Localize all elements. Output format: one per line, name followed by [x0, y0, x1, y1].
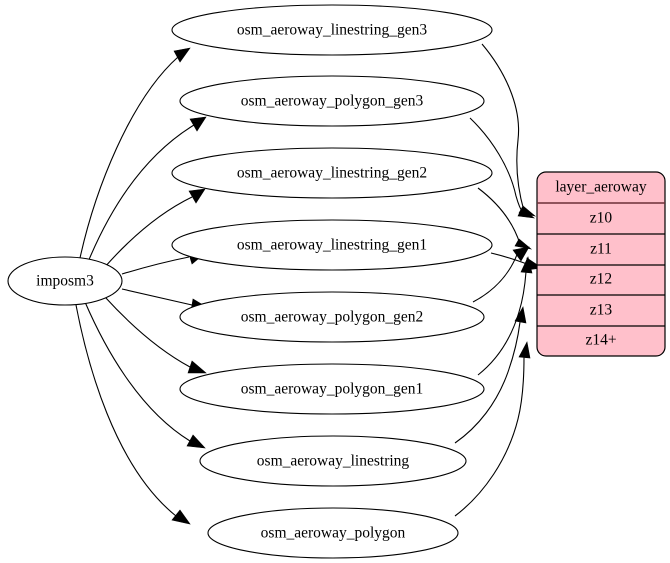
edge-imposm3-to-osm_aeroway_polygon	[75, 304, 191, 525]
node-osm_aeroway_polygon[interactable]: osm_aeroway_polygon	[207, 507, 459, 559]
layer_aeroway-row-z12-label[interactable]: z12	[590, 271, 612, 288]
node-osm_aeroway_linestring_gen1[interactable]: osm_aeroway_linestring_gen1	[171, 219, 493, 271]
edge-osm_aeroway_linestring-to-z13	[454, 306, 527, 444]
node-osm_aeroway_linestring_gen2-label: osm_aeroway_linestring_gen2	[237, 165, 427, 182]
node-osm_aeroway_polygon_gen1-shape[interactable]	[179, 363, 485, 415]
node-osm_aeroway_polygon_gen3-shape[interactable]	[179, 75, 485, 127]
node-osm_aeroway_linestring_gen3-shape[interactable]	[171, 4, 493, 56]
layer_aeroway-row-z14-label[interactable]: z14+	[585, 332, 616, 349]
edge-imposm3-to-osm_aeroway_linestring	[84, 301, 206, 449]
node-osm_aeroway_linestring_gen2-shape[interactable]	[171, 147, 493, 199]
node-osm_aeroway_linestring_gen1-shape[interactable]	[171, 219, 493, 271]
node-osm_aeroway_linestring_gen3-label: osm_aeroway_linestring_gen3	[237, 22, 428, 39]
node-osm_aeroway_polygon_gen1[interactable]: osm_aeroway_polygon_gen1	[179, 363, 485, 415]
node-osm_aeroway_linestring[interactable]: osm_aeroway_linestring	[199, 435, 467, 487]
node-osm_aeroway_polygon-label: osm_aeroway_polygon	[261, 525, 406, 542]
node-osm_aeroway_polygon_gen2-shape[interactable]	[179, 291, 485, 343]
edge-imposm3-to-osm_aeroway_polygon_gen3	[87, 116, 207, 263]
edge-osm_aeroway_polygon-to-z14	[454, 341, 531, 517]
node-osm_aeroway_polygon_gen3[interactable]: osm_aeroway_polygon_gen3	[179, 75, 485, 127]
layer_aeroway-table-dividers	[537, 202, 665, 327]
node-osm_aeroway_polygon_gen1-label: osm_aeroway_polygon_gen1	[241, 381, 424, 398]
node-osm_aeroway_polygon_gen2-label: osm_aeroway_polygon_gen2	[241, 309, 424, 326]
edge-imposm3-to-osm_aeroway_polygon_gen1	[104, 296, 207, 374]
node-imposm3-shape[interactable]	[7, 256, 123, 306]
edge-imposm3-to-osm_aeroway_linestring_gen3	[79, 47, 191, 259]
node-osm_aeroway_linestring_gen3[interactable]: osm_aeroway_linestring_gen3	[171, 4, 493, 56]
node-osm_aeroway_linestring_gen2[interactable]: osm_aeroway_linestring_gen2	[171, 147, 493, 199]
layer_aeroway-header-label: layer_aeroway	[555, 179, 646, 196]
node-osm_aeroway_polygon_gen2[interactable]: osm_aeroway_polygon_gen2	[179, 291, 485, 343]
layer_aeroway-row-z13-label[interactable]: z13	[590, 302, 613, 319]
node-layer_aeroway-table[interactable]: layer_aeroway z10 z11 z12 z13 z14+	[536, 171, 666, 357]
node-imposm3[interactable]: imposm3	[7, 256, 123, 306]
node-osm_aeroway_polygon-shape[interactable]	[207, 507, 459, 559]
edge-osm_aeroway_polygon_gen2-to-z11	[472, 246, 530, 303]
node-osm_aeroway_linestring-shape[interactable]	[199, 435, 467, 487]
node-osm_aeroway_polygon_gen3-label: osm_aeroway_polygon_gen3	[241, 93, 424, 110]
edges-tables-to-layer	[454, 43, 543, 517]
edge-osm_aeroway_polygon_gen1-to-z12	[477, 256, 533, 376]
edge-osm_aeroway_linestring_gen2-to-z11	[477, 187, 533, 250]
layer_aeroway-row-z10-label[interactable]: z10	[590, 210, 613, 227]
edge-osm_aeroway_linestring_gen3-to-z10	[481, 43, 537, 217]
layer_aeroway-row-z11-label[interactable]: z11	[590, 241, 612, 258]
layer_aeroway-table-background[interactable]	[536, 171, 666, 357]
node-osm_aeroway_linestring-label: osm_aeroway_linestring	[257, 453, 410, 470]
edge-osm_aeroway_polygon_gen3-to-z10	[469, 117, 535, 219]
node-osm_aeroway_linestring_gen1-label: osm_aeroway_linestring_gen1	[237, 237, 427, 254]
node-imposm3-label: imposm3	[36, 273, 94, 290]
edge-imposm3-to-osm_aeroway_linestring_gen2	[103, 188, 206, 269]
